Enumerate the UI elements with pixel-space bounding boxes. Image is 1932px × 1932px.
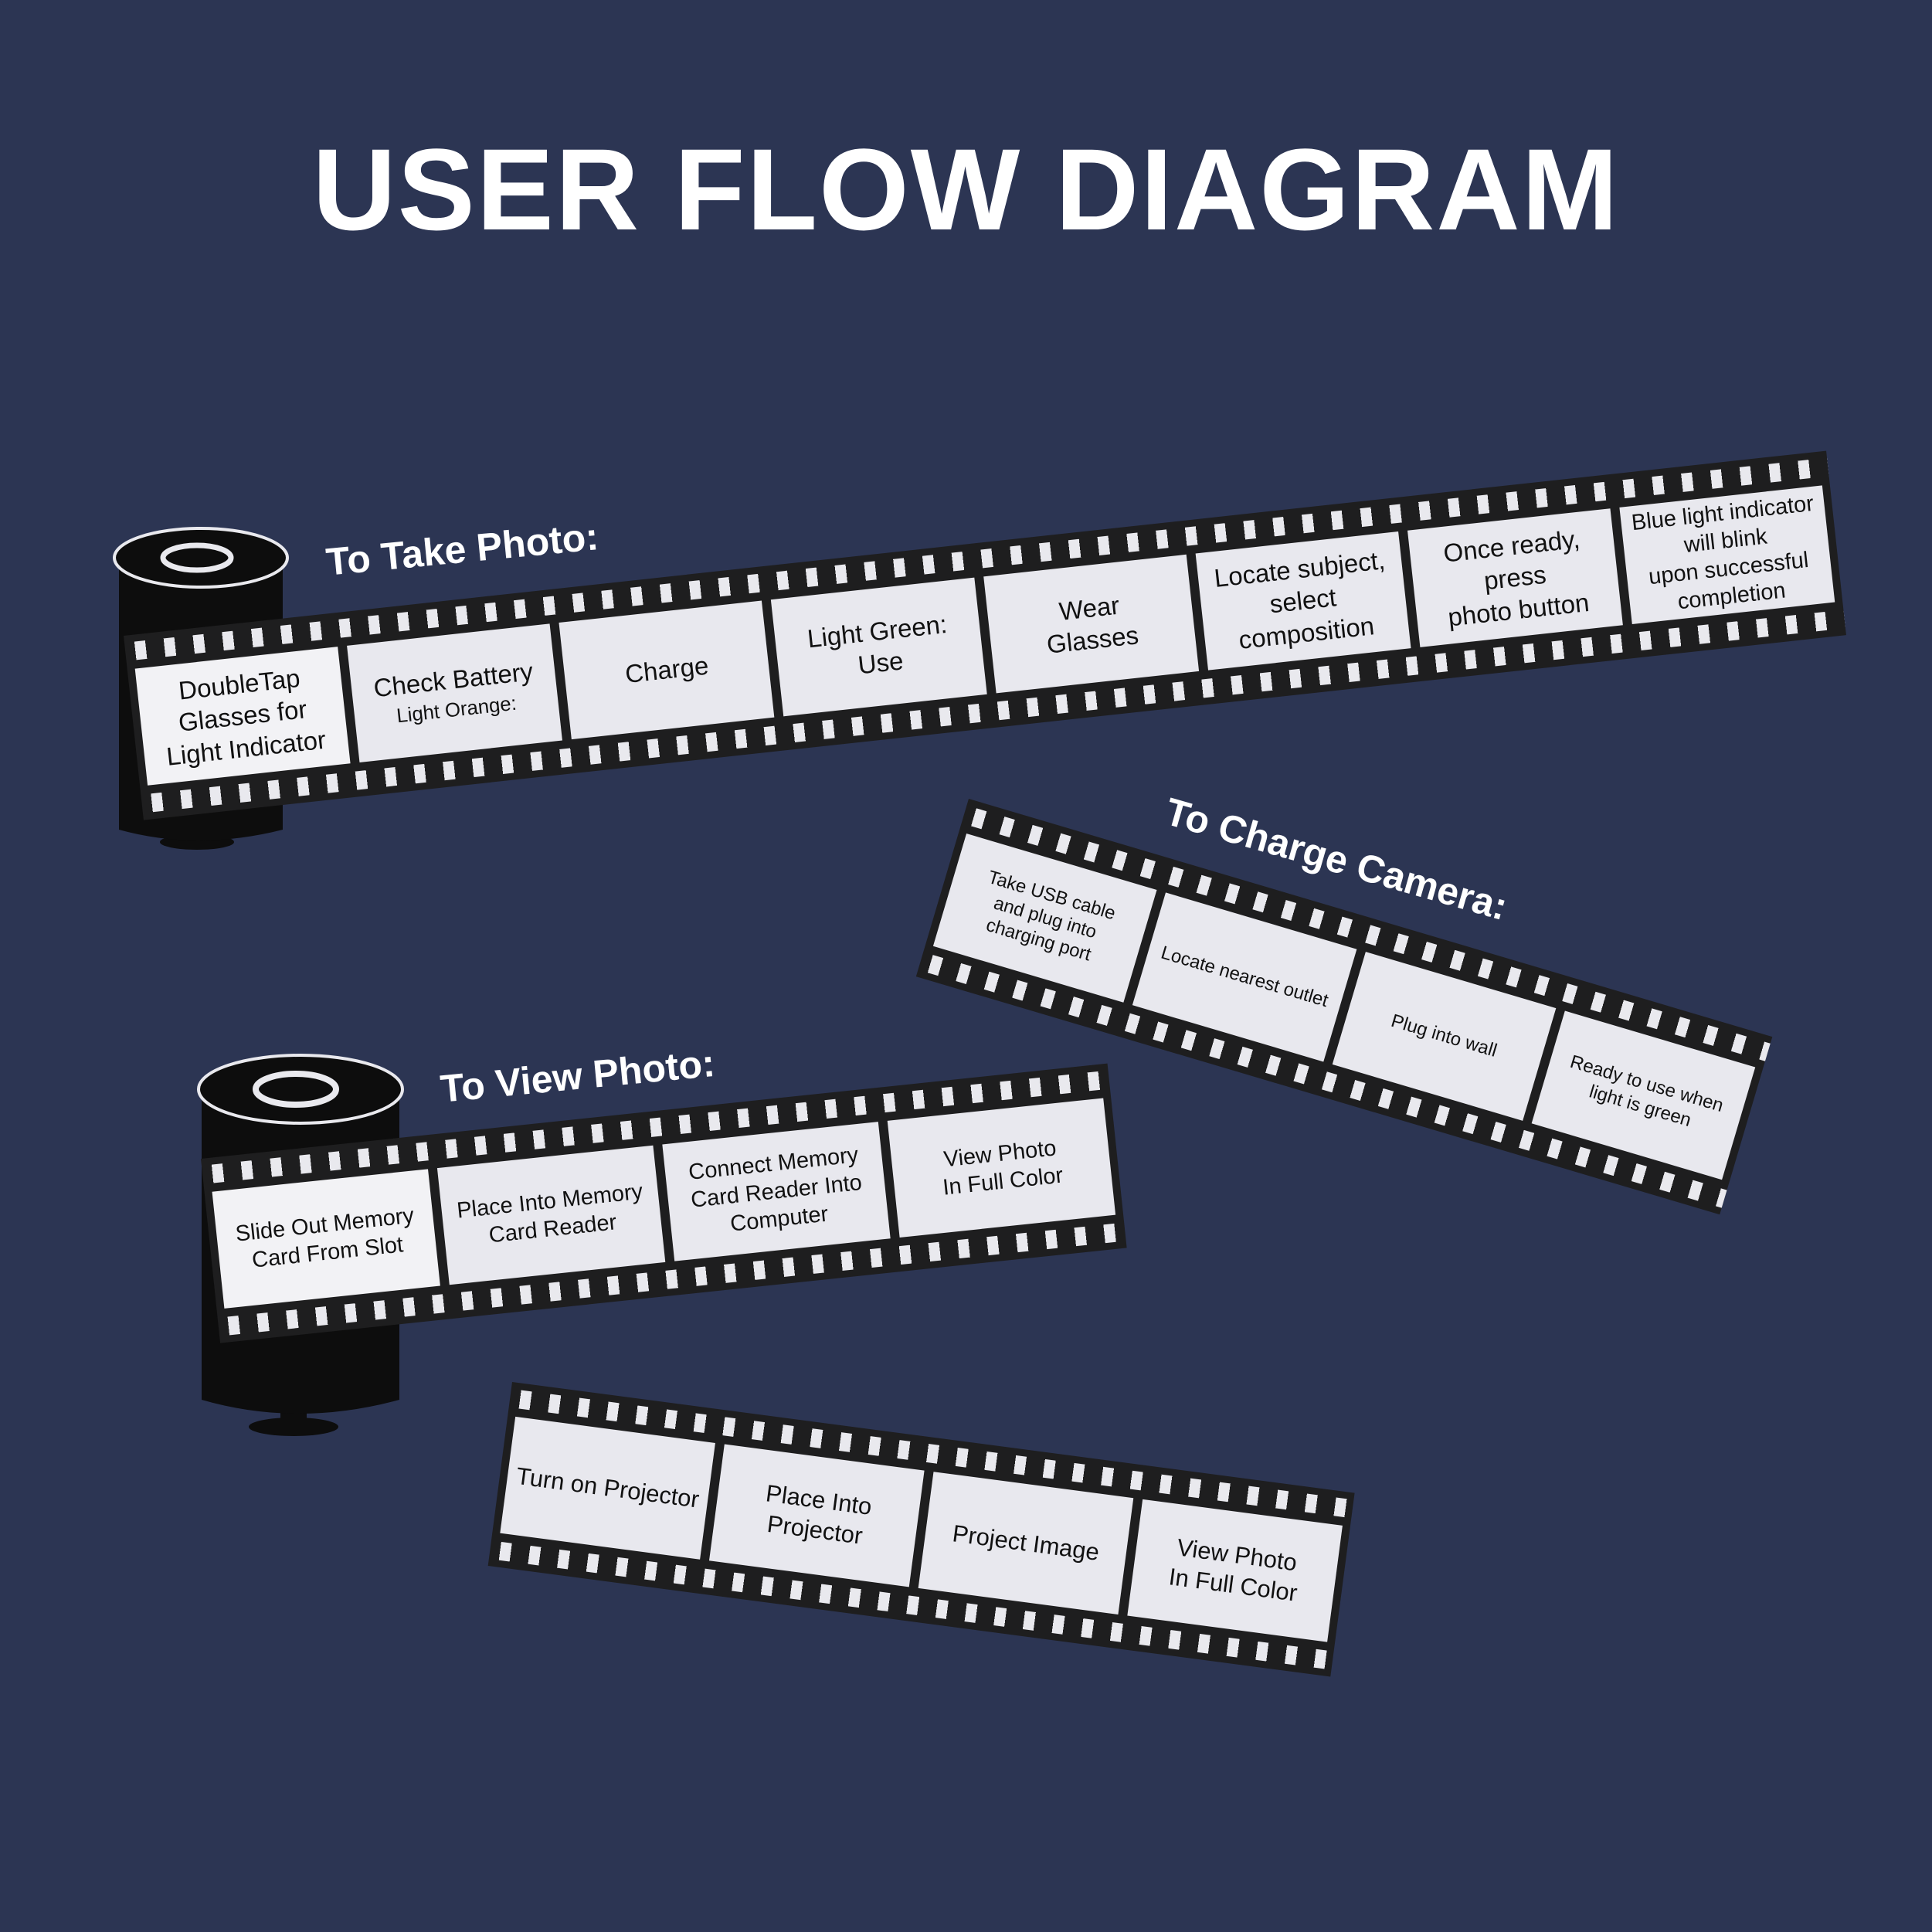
film-strip-project-photo: Turn on Projector Place Into Projector P…: [487, 1382, 1355, 1677]
flow-step: Once ready, press photo button: [1407, 508, 1623, 647]
flow-step: Place Into Memory Card Reader: [436, 1145, 666, 1285]
flow-step: Check Battery Light Orange:: [347, 623, 563, 762]
flow-step: Project Image: [918, 1472, 1134, 1615]
flow-step: Place Into Projector: [708, 1444, 925, 1587]
flow-label-view-photo: To View Photo:: [438, 1041, 717, 1111]
flow-step: Blue light indicator will blink upon suc…: [1619, 485, 1835, 625]
film-strip-take-photo: DoubleTap Glasses for Light Indicator Ch…: [124, 450, 1846, 820]
flow-step: Charge: [559, 600, 775, 740]
flow-step: Slide Out Memory Card From Slot: [212, 1169, 440, 1309]
flow-step: Light Green: Use: [771, 577, 987, 717]
flow-step: Locate subject, select composition: [1195, 531, 1411, 671]
flow-step: View Photo In Full Color: [887, 1098, 1116, 1238]
flow-step: Connect Memory Card Reader Into Computer: [662, 1122, 891, 1261]
flow-step: Wear Glasses: [983, 554, 1199, 694]
flow-step: DoubleTap Glasses for Light Indicator: [134, 647, 351, 786]
flow-step: View Photo In Full Color: [1127, 1499, 1343, 1642]
page-title: USER FLOW DIAGRAM: [312, 124, 1620, 254]
flow-label-take-photo: To Take Photo:: [324, 514, 601, 584]
flow-step: Turn on Projector: [500, 1416, 715, 1560]
